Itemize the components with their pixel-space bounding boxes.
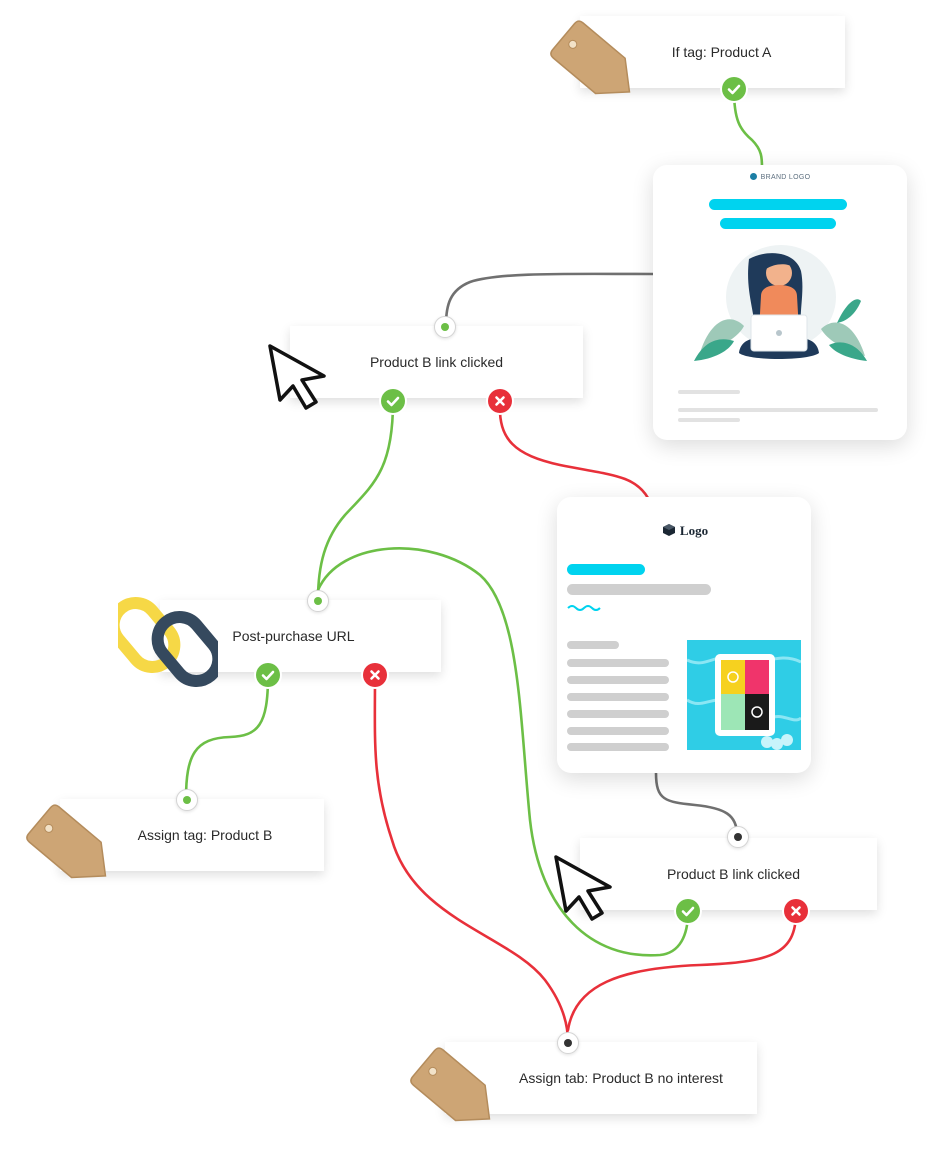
- input-port[interactable]: [307, 590, 329, 612]
- wire-link2-no-to-assign-tab: [566, 910, 798, 1032]
- action-node-assign-tab[interactable]: Assign tab: Product B no interest: [445, 1042, 757, 1114]
- node-label: Product B link clicked: [369, 354, 504, 370]
- wire-email2-to-link2: [654, 771, 739, 837]
- node-label: If tag: Product A: [671, 44, 772, 60]
- wire-if-tag-to-email1: [732, 88, 764, 170]
- text-line: [678, 408, 878, 412]
- cross-icon: [495, 396, 505, 406]
- price-tag-icon: [410, 1047, 491, 1122]
- cube-logo-icon: [663, 524, 675, 536]
- check-icon: [386, 396, 400, 407]
- headline-bar: [709, 199, 847, 210]
- price-tag-icon: [26, 804, 107, 879]
- text-line: [567, 727, 669, 735]
- headline-bar: [567, 564, 645, 575]
- text-line: [567, 710, 669, 718]
- condition-node-post-purchase-url[interactable]: Post-purchase URL: [160, 600, 441, 672]
- email-template-card-1[interactable]: BRAND LOGO: [653, 165, 907, 440]
- yes-output-badge[interactable]: [676, 899, 700, 923]
- cursor-icon: [554, 855, 612, 921]
- wire-link1-no-to-email2: [498, 400, 650, 500]
- yes-output-badge[interactable]: [381, 389, 405, 413]
- node-label: Product B link clicked: [666, 866, 801, 882]
- price-tag-icon: [550, 20, 631, 95]
- node-label: Assign tab: Product B no interest: [519, 1070, 723, 1086]
- wire-post-no-to-assign-tab: [373, 674, 570, 1044]
- no-output-badge[interactable]: [363, 663, 387, 687]
- text-line: [678, 418, 740, 422]
- check-icon: [681, 906, 695, 917]
- input-port[interactable]: [557, 1032, 579, 1054]
- wire-post-to-link2-yes: [316, 547, 690, 957]
- node-label: Post-purchase URL: [232, 628, 355, 644]
- text-line: [678, 390, 740, 394]
- wire-email1-to-link1: [444, 272, 655, 327]
- logo-text: Logo: [679, 523, 709, 538]
- condition-node-link-clicked-2[interactable]: Product B link clicked: [580, 838, 877, 910]
- yes-output-badge[interactable]: [722, 77, 746, 101]
- cursor-icon: [268, 344, 326, 410]
- wire-post-yes-to-assign: [184, 674, 270, 801]
- node-label: Assign tag: Product B: [137, 827, 273, 843]
- input-port[interactable]: [434, 316, 456, 338]
- check-icon: [261, 670, 275, 681]
- product-image: [687, 640, 801, 750]
- input-port[interactable]: [176, 789, 198, 811]
- cross-icon: [791, 906, 801, 916]
- text-line: [567, 693, 669, 701]
- no-output-badge[interactable]: [784, 899, 808, 923]
- headline-bar: [720, 218, 836, 229]
- no-output-badge[interactable]: [488, 389, 512, 413]
- text-line: [567, 659, 669, 667]
- chain-link-icon: [118, 597, 218, 687]
- check-icon: [727, 84, 741, 95]
- text-line: [567, 676, 669, 684]
- subheadline-bar: [567, 584, 711, 595]
- condition-node-link-clicked-1[interactable]: Product B link clicked: [290, 326, 583, 398]
- text-line: [567, 743, 669, 751]
- wire-link1-yes-to-post: [316, 400, 395, 602]
- email-template-card-2[interactable]: Logo: [557, 497, 811, 773]
- yes-output-badge[interactable]: [256, 663, 280, 687]
- wave-divider-icon: [567, 605, 601, 611]
- brand-logo: BRAND LOGO: [653, 173, 907, 181]
- input-port[interactable]: [727, 826, 749, 848]
- text-line: [567, 641, 619, 649]
- woman-with-laptop-illustration: [694, 245, 867, 361]
- cross-icon: [370, 670, 380, 680]
